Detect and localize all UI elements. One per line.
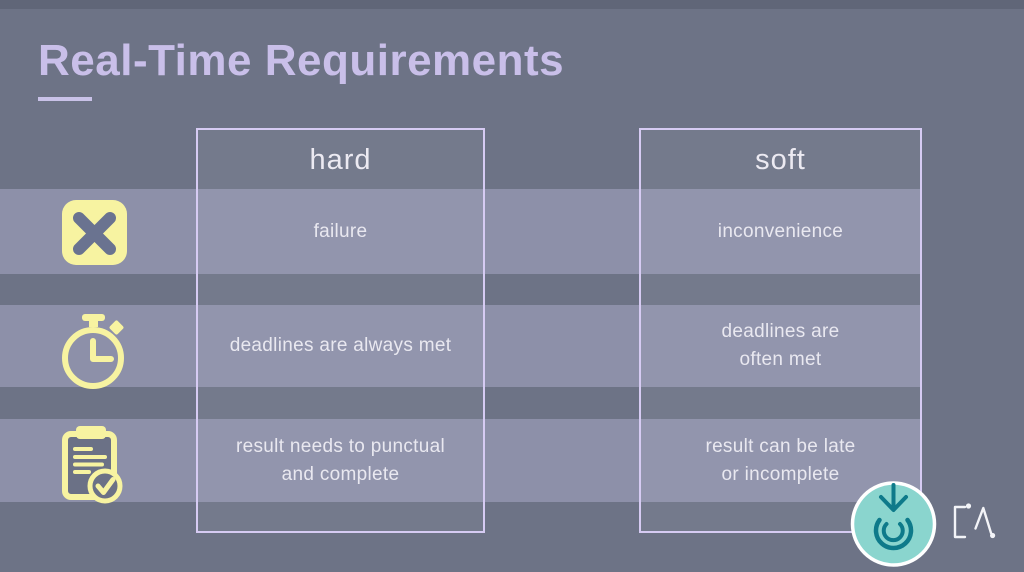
page-title: Real-Time Requirements	[38, 36, 565, 85]
stopwatch-icon	[62, 314, 124, 389]
column-header-soft: soft	[755, 143, 806, 176]
cell-soft-inconvenience: inconvenience	[717, 220, 844, 242]
column-box-soft	[639, 128, 922, 533]
column-box-hard	[196, 128, 485, 533]
arrow-into-circle-download-icon[interactable]	[848, 478, 938, 568]
top-edge-shade	[0, 0, 1024, 9]
cell-soft-deadlines: deadlines are often met	[721, 321, 840, 370]
title-underline	[38, 97, 92, 101]
cell-soft-result: result can be late or incomplete	[705, 435, 856, 485]
bracket-lambda-logo	[953, 503, 996, 539]
cell-hard-result: result needs to punctual and complete	[236, 435, 445, 485]
cross-icon	[62, 200, 127, 265]
column-header-hard: hard	[309, 143, 372, 176]
cell-hard-failure: failure	[313, 220, 368, 242]
row-band	[0, 189, 922, 274]
row-band	[0, 305, 922, 387]
clipboard-check-icon	[62, 426, 123, 504]
cell-hard-deadlines: deadlines are always met	[229, 335, 452, 356]
row-band	[0, 419, 922, 502]
